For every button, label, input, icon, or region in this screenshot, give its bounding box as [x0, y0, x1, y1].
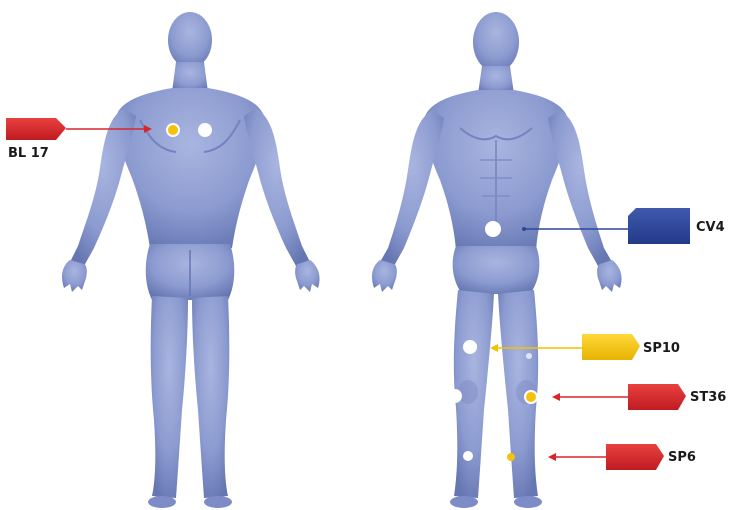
st36-tag-icon: [628, 384, 686, 410]
back-left-leg: [151, 296, 188, 498]
front-left-knee: [458, 380, 478, 404]
back-neck: [172, 62, 208, 92]
callout-sp6: SP6: [548, 444, 696, 470]
cv4-leader-dot-icon: [522, 227, 526, 231]
cv4-tag-icon: [628, 208, 690, 244]
point-st36-right: [525, 391, 537, 403]
point-bl17-left: [167, 124, 179, 136]
callout-st36: ST36: [552, 384, 726, 410]
point-sp6-right: [507, 453, 515, 461]
front-right-arm: [548, 110, 612, 266]
sp6-arrowhead-icon: [548, 453, 556, 461]
sp10-arrowhead-icon: [490, 344, 498, 352]
back-right-arm: [244, 108, 310, 266]
point-sp6-left: [463, 451, 473, 461]
back-view-figure: [62, 12, 320, 508]
sp10-tag-icon: [582, 334, 640, 360]
bl17-tag-icon: [6, 118, 66, 140]
point-sp10-right: [526, 353, 532, 359]
front-left-hand: [372, 260, 397, 292]
back-right-foot: [204, 496, 232, 508]
back-left-arm: [70, 108, 136, 266]
sp6-label: SP6: [668, 450, 696, 465]
st36-arrowhead-icon: [552, 393, 560, 401]
callout-cv4: CV4: [522, 208, 725, 244]
back-right-hand: [295, 260, 319, 292]
back-left-hand: [62, 260, 87, 292]
point-sp10-left: [463, 340, 477, 354]
front-view-figure: [372, 12, 622, 508]
point-st36-left: [448, 389, 462, 403]
front-right-foot: [514, 496, 542, 508]
cv4-label: CV4: [696, 220, 725, 235]
back-torso: [116, 88, 265, 248]
back-left-foot: [148, 496, 176, 508]
sp10-label: SP10: [643, 341, 680, 356]
point-bl17-right: [198, 123, 212, 137]
front-left-foot: [450, 496, 478, 508]
front-pelvis: [453, 246, 540, 294]
st36-label: ST36: [690, 390, 726, 405]
front-neck: [478, 66, 514, 94]
sp6-tag-icon: [606, 444, 664, 470]
front-right-hand: [597, 260, 621, 292]
back-right-leg: [192, 296, 229, 498]
front-left-arm: [380, 110, 444, 266]
point-cv4: [485, 221, 501, 237]
bl17-label: BL 17: [8, 146, 49, 161]
back-head: [168, 12, 212, 68]
front-head: [473, 12, 519, 72]
